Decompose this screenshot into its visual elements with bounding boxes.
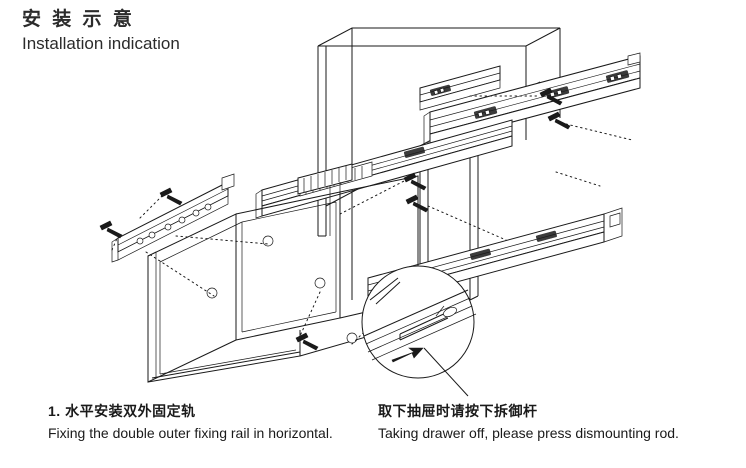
page-title-chinese: 安 装 示 意	[22, 9, 135, 30]
page-title: 安 装 示 意 Installation indication	[22, 8, 180, 55]
mounting-screw	[405, 194, 429, 213]
inner-rail-right	[297, 163, 353, 236]
caption-dismount-note-chinese: 取下抽屉时请按下拆御杆	[378, 403, 538, 419]
inner-rail-left	[111, 173, 269, 297]
caption-dismount-note: 取下抽屉时请按下拆御杆 Taking drawer off, please pr…	[378, 402, 679, 443]
drawer-box	[147, 175, 419, 383]
caption-step-1: 1. 水平安装双外固定轨 Fixing the double outer fix…	[48, 402, 333, 443]
mounting-screw	[403, 172, 427, 191]
mounting-screw	[539, 87, 563, 106]
outer-fixing-rail-top-right	[423, 52, 641, 147]
mounting-screw	[547, 111, 571, 130]
page-title-english: Installation indication	[22, 34, 180, 53]
caption-dismount-note-english: Taking drawer off, please press dismount…	[378, 425, 679, 441]
caption-step-1-english: Fixing the double outer fixing rail in h…	[48, 425, 333, 441]
detail-circle	[361, 265, 477, 379]
callout-leaders	[369, 277, 469, 397]
outer-fixing-rail-middle	[255, 119, 513, 219]
caption-step-1-chinese: 1. 水平安装双外固定轨	[48, 403, 196, 419]
mounting-screw	[159, 187, 183, 206]
press-direction-arrow	[391, 347, 424, 363]
outer-fixing-rail-top-left	[419, 65, 501, 111]
mounting-screw	[99, 220, 123, 239]
mounting-screw	[295, 332, 319, 351]
dismounting-rod	[399, 305, 457, 341]
